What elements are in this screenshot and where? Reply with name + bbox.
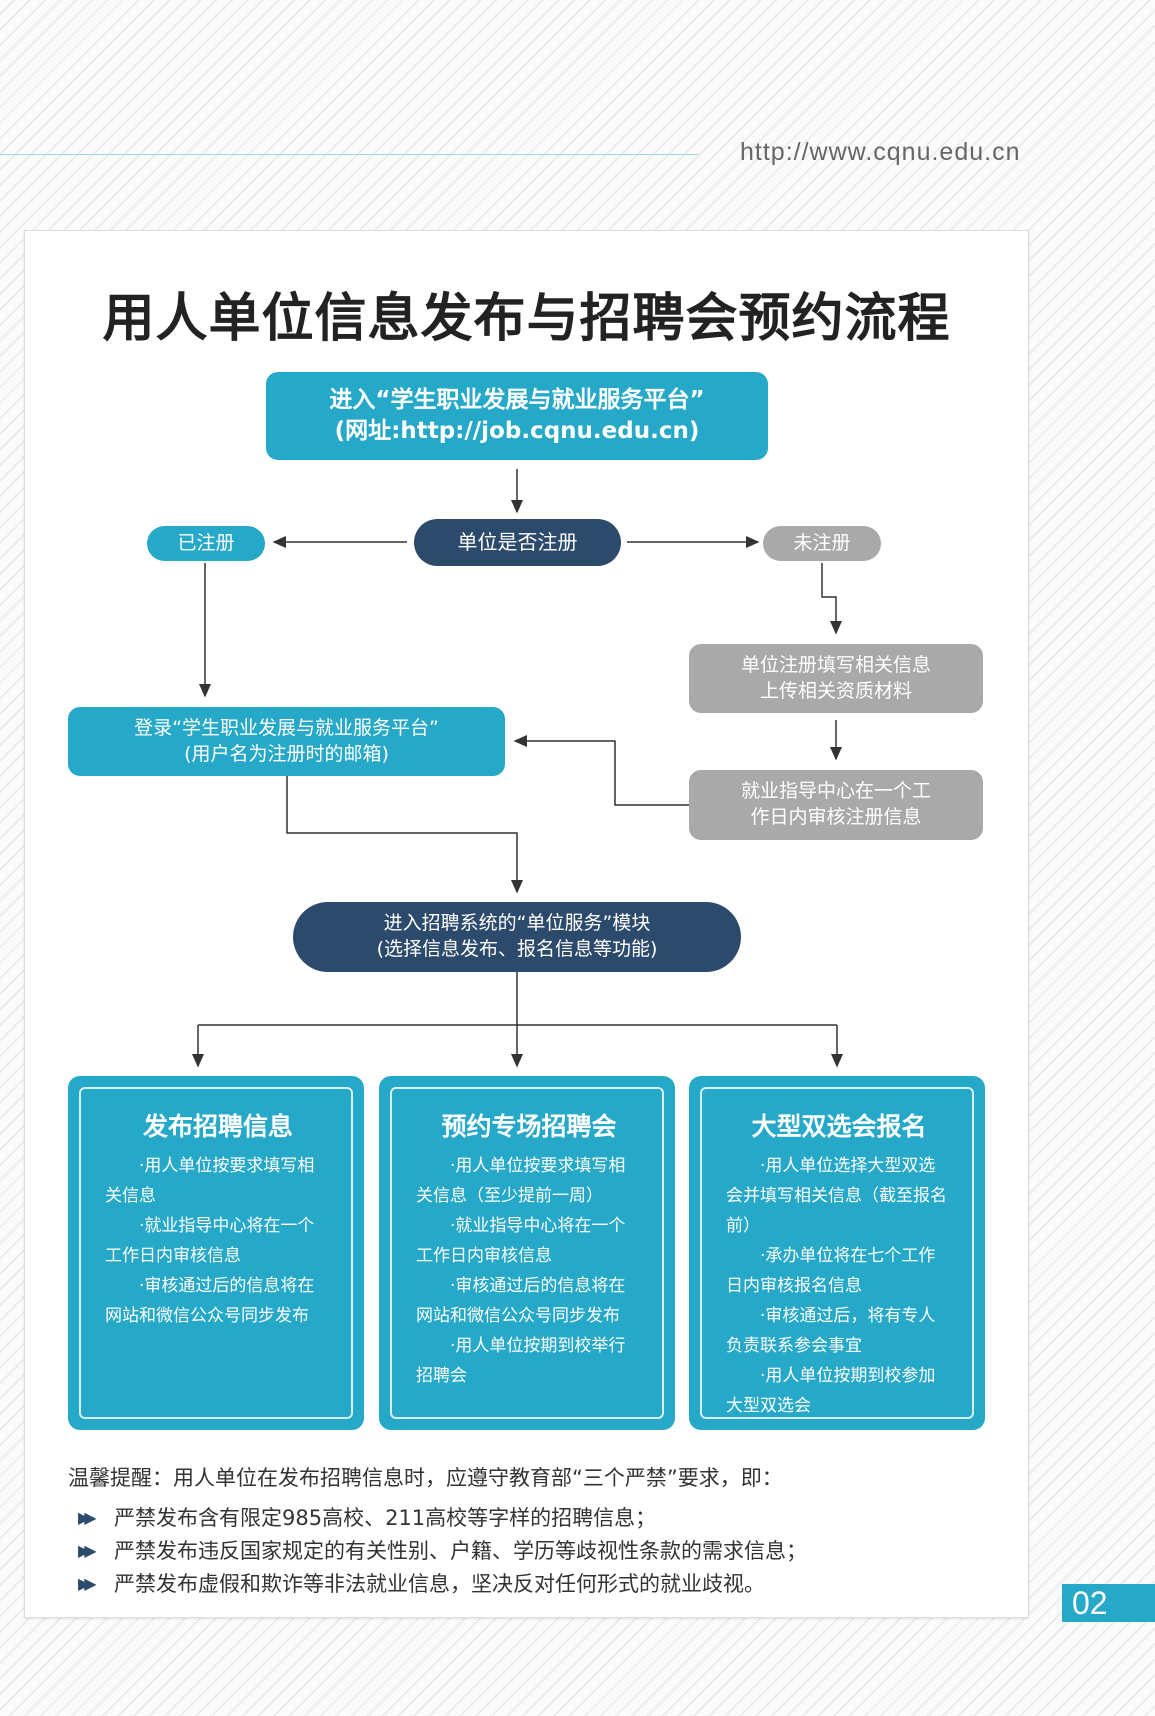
review-line1: 就业指导中心在一个工 — [740, 780, 931, 803]
reminder-text: 严禁发布违反国家规定的有关性别、户籍、学历等歧视性条款的需求信息； — [114, 1539, 807, 1563]
column-title: 发布招聘信息 — [142, 1112, 293, 1141]
header-url[interactable]: http://www.cqnu.edu.cn — [740, 138, 1021, 166]
reminder-text: 严禁发布含有限定985高校、211高校等字样的招聘信息； — [114, 1506, 657, 1530]
reminder-item: ▶▶ 严禁发布虚假和欺诈等非法就业信息，坚决反对任何形式的就业歧视。 — [78, 1568, 765, 1598]
page-title: 用人单位信息发布与招聘会预约流程 — [102, 289, 951, 349]
column-publish-info: 发布招聘信息 ·用人单位按要求填写相关信息 ·就业指导中心将在一个工作日内审核信… — [68, 1076, 364, 1430]
column-item: ·用人单位按期到校举行招聘会 — [416, 1336, 626, 1386]
column-item: ·审核通过后的信息将在网站和微信公众号同步发布 — [105, 1276, 315, 1326]
arrow-review-to-login — [513, 735, 689, 806]
enter-platform-line1: 进入“学生职业发展与就业服务平台” — [329, 386, 705, 413]
column-item: ·用人单位选择大型双选会并填写相关信息（截至报名前） — [726, 1156, 947, 1236]
unit-service-line2: (选择信息发布、报名信息等功能) — [376, 938, 658, 960]
double-arrow-icon: ▶▶ — [78, 1507, 97, 1527]
column-item: ·就业指导中心将在一个工作日内审核信息 — [416, 1216, 626, 1266]
unit-service-line1: 进入招聘系统的“单位服务”模块 — [383, 912, 651, 935]
column-item: ·承办单位将在七个工作日内审核报名信息 — [726, 1246, 936, 1296]
reminder-item: ▶▶ 严禁发布违反国家规定的有关性别、户籍、学历等歧视性条款的需求信息； — [78, 1535, 807, 1565]
not-registered-branch: 未注册 — [763, 526, 881, 561]
login-step: 登录“学生职业发展与就业服务平台” (用户名为注册时的邮箱) — [68, 707, 505, 776]
column-item: ·用人单位按要求填写相关信息 — [105, 1156, 315, 1206]
arrow-login-to-service — [286, 776, 523, 894]
page-number: 02 — [1062, 1584, 1155, 1622]
reminder-intro: 温馨提醒：用人单位在发布招聘信息时，应遵守教育部“三个严禁”要求，即： — [68, 1466, 783, 1490]
register-info-step: 单位注册填写相关信息 上传相关资质材料 — [689, 644, 983, 713]
login-line1: 登录“学生职业发展与就业服务平台” — [134, 716, 439, 739]
enter-platform-step: 进入“学生职业发展与就业服务平台” (网址:http://job.cqnu.ed… — [266, 372, 768, 460]
register-info-line2: 上传相关资质材料 — [759, 679, 912, 702]
column-book-fair: 预约专场招聘会 ·用人单位按要求填写相关信息（至少提前一周） ·就业指导中心将在… — [379, 1076, 675, 1430]
reminder-text: 严禁发布虚假和欺诈等非法就业信息，坚决反对任何形式的就业歧视。 — [114, 1572, 765, 1596]
column-title: 大型双选会报名 — [751, 1112, 927, 1141]
review-step: 就业指导中心在一个工 作日内审核注册信息 — [689, 770, 983, 840]
column-item: ·用人单位按要求填写相关信息（至少提前一周） — [416, 1156, 626, 1206]
header-divider — [0, 154, 698, 155]
double-arrow-icon: ▶▶ — [78, 1540, 97, 1560]
arrow-not-registered-to-register — [821, 563, 842, 635]
column-item: ·就业指导中心将在一个工作日内审核信息 — [105, 1216, 315, 1266]
reminder-item: ▶▶ 严禁发布含有限定985高校、211高校等字样的招聘信息； — [78, 1502, 656, 1532]
double-arrow-icon: ▶▶ — [78, 1573, 97, 1593]
unit-service-step: 进入招聘系统的“单位服务”模块 (选择信息发布、报名信息等功能) — [293, 902, 741, 972]
is-registered-decision: 单位是否注册 — [414, 519, 621, 566]
register-info-line1: 单位注册填写相关信息 — [740, 653, 931, 676]
column-title: 预约专场招聘会 — [441, 1112, 617, 1141]
column-item: ·审核通过后的信息将在网站和微信公众号同步发布 — [416, 1276, 626, 1326]
column-item: ·用人单位按期到校参加大型双选会 — [726, 1366, 936, 1416]
review-line2: 作日内审核注册信息 — [750, 806, 922, 828]
column-job-fair-signup: 大型双选会报名 ·用人单位选择大型双选会并填写相关信息（截至报名前） ·承办单位… — [689, 1076, 985, 1430]
registered-branch: 已注册 — [147, 526, 265, 561]
login-line2: (用户名为注册时的邮箱) — [184, 742, 389, 765]
enter-platform-url[interactable]: (网址:http://job.cqnu.edu.cn) — [334, 418, 700, 444]
column-item: ·审核通过后，将有专人负责联系参会事宜 — [726, 1306, 936, 1356]
